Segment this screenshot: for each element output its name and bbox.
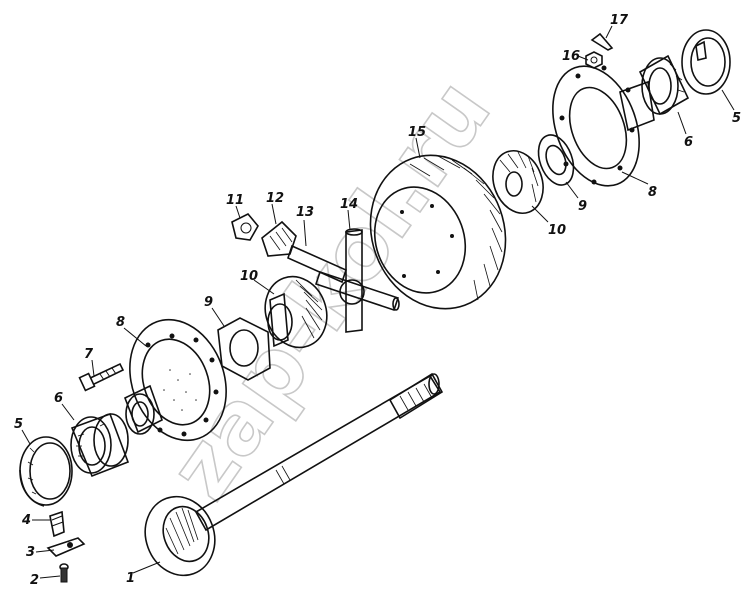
watermark-text: zap-kol.ru <box>150 62 510 517</box>
part-5-right-adjusting-nut <box>681 29 731 95</box>
callout-10-left: 10 <box>240 269 258 284</box>
part-17-cotter-pin <box>590 32 614 51</box>
part-8-right-case-half <box>552 65 655 187</box>
part-8-left-case-half <box>123 318 227 442</box>
part-16-nut <box>585 51 603 69</box>
callout-6-right: 6 <box>684 135 693 150</box>
callout-labels: 1 2 3 4 5 6 7 8 9 10 11 12 13 14 15 10 9… <box>14 13 741 588</box>
leader-lines <box>21 25 735 579</box>
callout-6-left: 6 <box>54 391 63 406</box>
callout-4: 4 <box>21 513 31 528</box>
part-15-ring-gear <box>369 154 507 310</box>
callout-3: 3 <box>26 545 35 560</box>
part-6-left-bearing <box>70 412 130 478</box>
part-7-bolt <box>78 362 125 392</box>
part-14-spider-cross <box>314 228 400 333</box>
callout-17: 17 <box>610 13 629 28</box>
callout-14: 14 <box>340 197 358 212</box>
callout-8-left: 8 <box>116 315 125 330</box>
callout-10-right: 10 <box>548 223 566 238</box>
callout-1: 1 <box>126 571 135 586</box>
callout-12: 12 <box>266 191 284 206</box>
part-10-left-side-gear <box>264 275 328 349</box>
callout-5-left: 5 <box>14 417 23 432</box>
part-5-left-adjusting-nut <box>19 436 73 507</box>
part-2-bolt <box>59 563 69 583</box>
part-10-right-side-gear <box>492 150 544 214</box>
callout-16: 16 <box>562 49 580 64</box>
callout-7: 7 <box>84 347 94 362</box>
part-11-washer <box>231 213 259 241</box>
part-4-lock-tab <box>49 510 65 538</box>
callout-8-right: 8 <box>648 185 657 200</box>
callout-13: 13 <box>296 205 314 220</box>
callout-9-right: 9 <box>578 199 587 214</box>
part-1-half-shaft <box>144 372 444 577</box>
callout-11: 11 <box>226 193 244 208</box>
part-12-pinion-gear <box>261 220 297 257</box>
callout-5-right: 5 <box>732 111 741 126</box>
callout-9-left: 9 <box>204 295 213 310</box>
part-13-spider-arm <box>287 244 347 284</box>
watermark: zap-kol.ru <box>149 62 511 518</box>
callout-15: 15 <box>408 125 426 140</box>
callout-2: 2 <box>30 573 39 588</box>
part-9-right-thrust-washer <box>537 134 575 186</box>
part-3-lock-plate <box>46 537 86 557</box>
part-6-right-bearing <box>638 54 690 116</box>
part-9-left-thrust-washer <box>217 317 271 381</box>
